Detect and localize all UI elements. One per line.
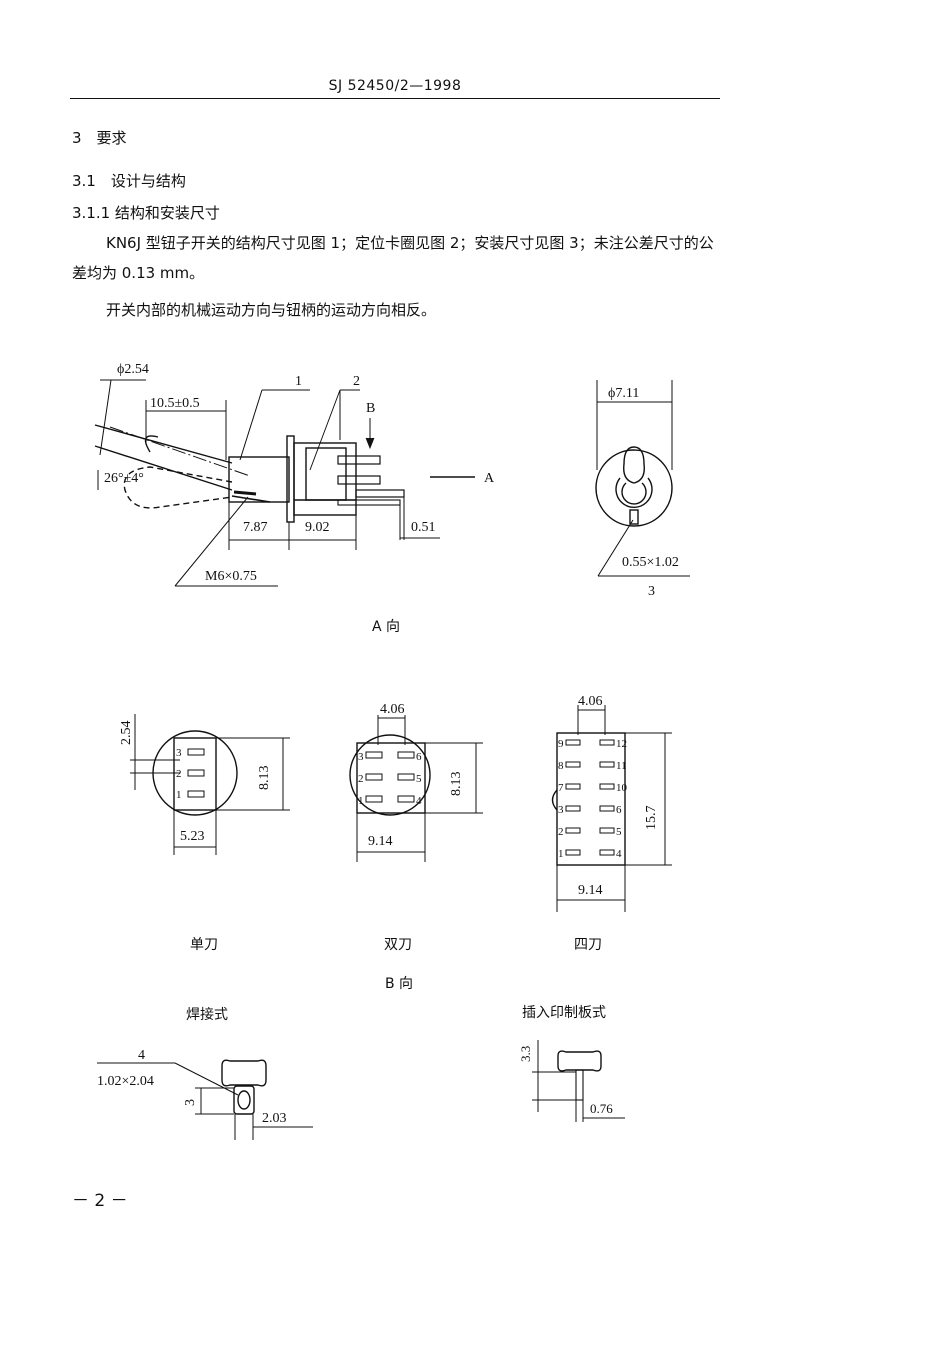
caption-view-b: B 向	[385, 976, 413, 992]
four-pole-view	[551, 705, 672, 912]
page-number: － 2 －	[72, 1191, 128, 1211]
quad-pin-11: 11	[616, 760, 627, 772]
double-pin-5: 5	[416, 773, 422, 785]
caption-view-a: A 向	[372, 619, 400, 635]
single-dim-height: 8.13	[257, 766, 272, 791]
solder-terminal	[97, 1059, 313, 1140]
double-pin-1: 1	[358, 795, 364, 807]
section-3-1-1-heading: 3.1.1 结构和安装尺寸	[72, 204, 220, 222]
dim-thread: M6×0.75	[205, 569, 257, 584]
view-a-marker: A	[484, 471, 495, 486]
solder-dim-height: 3	[183, 1099, 198, 1106]
caption-double-pole: 双刀	[384, 937, 412, 953]
view-b-marker: B	[366, 401, 375, 416]
double-pin-4: 4	[416, 795, 422, 807]
dim-ring-diameter: ϕ7.11	[608, 386, 639, 401]
quad-dim-height: 15.7	[644, 806, 659, 831]
single-pin-1: 1	[176, 789, 182, 801]
quad-dim-width: 9.14	[578, 883, 603, 898]
dim-ring-slot: 0.55×1.02	[622, 555, 679, 570]
quad-pin-4: 4	[616, 848, 622, 860]
quad-pin-2: 2	[558, 826, 564, 838]
solder-dim-width: 2.03	[262, 1111, 287, 1126]
dim-terminal-thickness: 0.51	[411, 520, 436, 535]
header-rule	[70, 98, 720, 99]
quad-pin-6: 6	[616, 804, 622, 816]
dim-lever-angle: 26°±4°	[104, 471, 144, 486]
section-3-heading: 3 要求	[72, 129, 127, 147]
paragraph-motion: 开关内部的机械运动方向与钮柄的运动方向相反。	[106, 301, 437, 319]
caption-solder-type: 焊接式	[186, 1006, 228, 1023]
quad-pin-3: 3	[558, 804, 564, 816]
quad-pin-8: 8	[558, 760, 564, 772]
caption-pcb-type: 插入印制板式	[522, 1005, 606, 1021]
pcb-dim-width: 0.76	[590, 1101, 613, 1116]
double-dim-pitch: 4.06	[380, 702, 405, 717]
quad-pin-10: 10	[616, 782, 628, 794]
dim-lever-length: 10.5±0.5	[150, 396, 200, 411]
dim-phi-lever: ϕ2.54	[117, 362, 149, 377]
quad-dim-pitch: 4.06	[578, 694, 603, 709]
paragraph-dimensions: KN6J 型钮子开关的结构尺寸见图 1；定位卡圈见图 2；安装尺寸见图 3；未注…	[72, 234, 714, 282]
switch-side-view	[94, 379, 475, 587]
double-pin-3: 3	[358, 751, 364, 763]
double-pole-view	[349, 715, 483, 862]
single-pin-2: 2	[176, 768, 182, 780]
quad-pin-5: 5	[616, 826, 622, 838]
pcb-terminal	[532, 1040, 625, 1122]
quad-pin-12: 12	[616, 738, 627, 750]
solder-dim-slot: 1.02×2.04	[97, 1074, 154, 1089]
caption-single-pole: 单刀	[190, 937, 218, 953]
pcb-dim-height: 3.3	[518, 1046, 533, 1062]
double-pin-2: 2	[358, 773, 364, 785]
callout-4: 4	[138, 1048, 145, 1063]
caption-four-pole: 四刀	[574, 937, 602, 953]
single-dim-width: 5.23	[180, 829, 205, 844]
callout-2: 2	[353, 374, 360, 389]
quad-pin-9: 9	[558, 738, 564, 750]
callout-3: 3	[648, 584, 655, 599]
locking-ring	[595, 380, 690, 577]
dim-body-length: 9.02	[305, 520, 330, 535]
single-pole-view	[130, 714, 290, 855]
single-dim-pitch: 2.54	[119, 721, 134, 746]
double-dim-width: 9.14	[368, 834, 393, 849]
double-dim-height: 8.13	[449, 772, 464, 797]
dim-bushing-length: 7.87	[243, 520, 268, 535]
quad-pin-7: 7	[558, 782, 564, 794]
callout-1: 1	[295, 374, 302, 389]
quad-pin-1: 1	[558, 848, 564, 860]
document-number: SJ 52450/2—1998	[328, 78, 462, 94]
single-pin-3: 3	[176, 747, 182, 759]
double-pin-6: 6	[416, 751, 422, 763]
section-3-1-heading: 3.1 设计与结构	[72, 172, 186, 190]
